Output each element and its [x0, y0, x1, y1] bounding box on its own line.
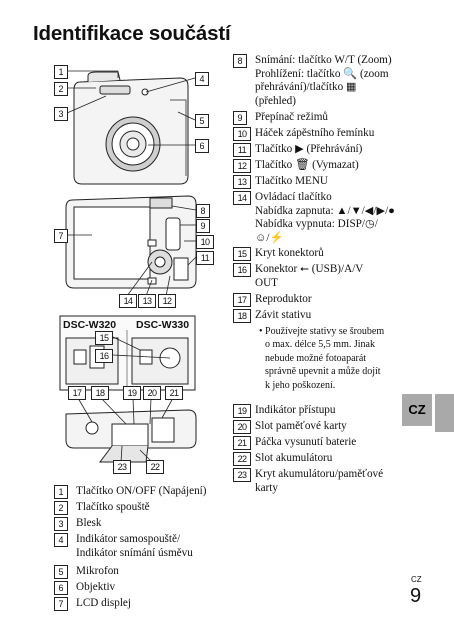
- camera-back-drawing: [65, 195, 197, 289]
- page-number: 9: [410, 585, 422, 607]
- callout-2: 2: [54, 82, 68, 96]
- callout-22: 22: [146, 460, 164, 474]
- camera-front-drawing: [73, 71, 189, 185]
- callout-15: 15: [95, 331, 113, 345]
- callout-9: 9: [196, 219, 210, 233]
- model-label-w330: DSC-W330: [136, 319, 190, 331]
- callout-11: 11: [196, 251, 214, 265]
- callout-3: 3: [54, 107, 68, 121]
- callout-23: 23: [113, 460, 131, 474]
- callout-1: 1: [54, 65, 68, 79]
- model-label-w320: DSC-W320: [63, 319, 117, 331]
- tripod-note: • Používejte stativy se šroubem o max. d…: [259, 326, 385, 391]
- callout-17: 17: [68, 386, 86, 400]
- callout-13: 13: [138, 294, 156, 308]
- callout-12: 12: [158, 294, 176, 308]
- callout-16: 16: [95, 349, 113, 363]
- callout-5: 5: [195, 114, 209, 128]
- callout-20: 20: [143, 386, 161, 400]
- callout-18: 18: [91, 386, 109, 400]
- callout-leader-lines: [66, 70, 197, 463]
- callout-7: 7: [54, 229, 68, 243]
- callout-21: 21: [165, 386, 183, 400]
- camera-bottom-drawing: [65, 409, 197, 463]
- language-tab: CZ: [402, 394, 432, 426]
- callout-19: 19: [123, 386, 141, 400]
- page-title: Identifikace součástí: [33, 22, 231, 45]
- connector-detail-drawing: [59, 315, 196, 391]
- callout-8: 8: [196, 204, 210, 218]
- callout-4: 4: [195, 72, 209, 86]
- callout-6: 6: [195, 139, 209, 153]
- section-side-bar: [435, 394, 454, 432]
- callout-14: 14: [119, 294, 137, 308]
- page-language-label: CZ: [411, 575, 422, 584]
- callout-10: 10: [196, 235, 214, 249]
